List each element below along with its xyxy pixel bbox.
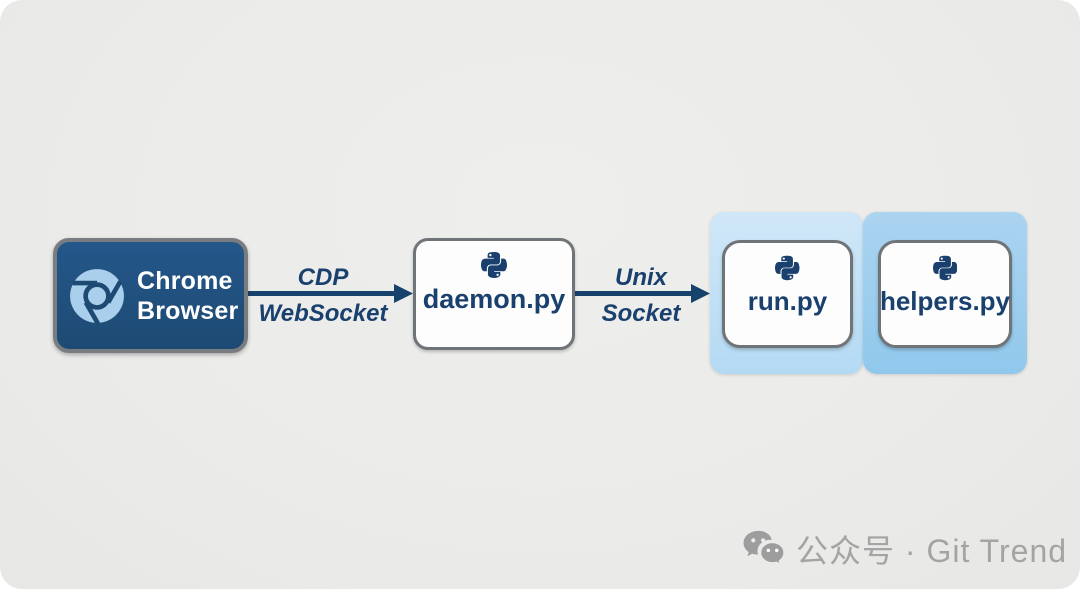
daemon-node-label: daemon.py	[422, 284, 566, 314]
chrome-label-line2: Browser	[137, 296, 239, 325]
edge-label-websocket: WebSocket	[258, 300, 388, 327]
node-helpers-py: helpers.py	[878, 240, 1012, 348]
run-node-label: run.py	[747, 286, 828, 316]
wechat-icon	[742, 529, 786, 569]
chrome-node-label: Chrome Browser	[137, 266, 238, 326]
python-icon	[480, 250, 508, 280]
chrome-icon	[68, 267, 126, 325]
node-daemon-py: daemon.py	[413, 238, 575, 350]
helpers-node-label: helpers.py	[879, 286, 1011, 316]
watermark-text: 公众号 · Git Trend	[796, 533, 1068, 569]
python-icon	[775, 254, 800, 282]
watermark: 公众号 · Git Trend	[742, 526, 1067, 572]
chrome-label-line1: Chrome	[137, 266, 233, 295]
edge-label-unix: Unix	[614, 264, 667, 291]
edge-label-cdp: CDP	[297, 264, 349, 291]
node-chrome-browser: Chrome Browser	[53, 238, 248, 353]
python-icon	[932, 254, 958, 282]
node-run-py: run.py	[722, 240, 853, 348]
edge-label-socket: Socket	[601, 300, 681, 327]
